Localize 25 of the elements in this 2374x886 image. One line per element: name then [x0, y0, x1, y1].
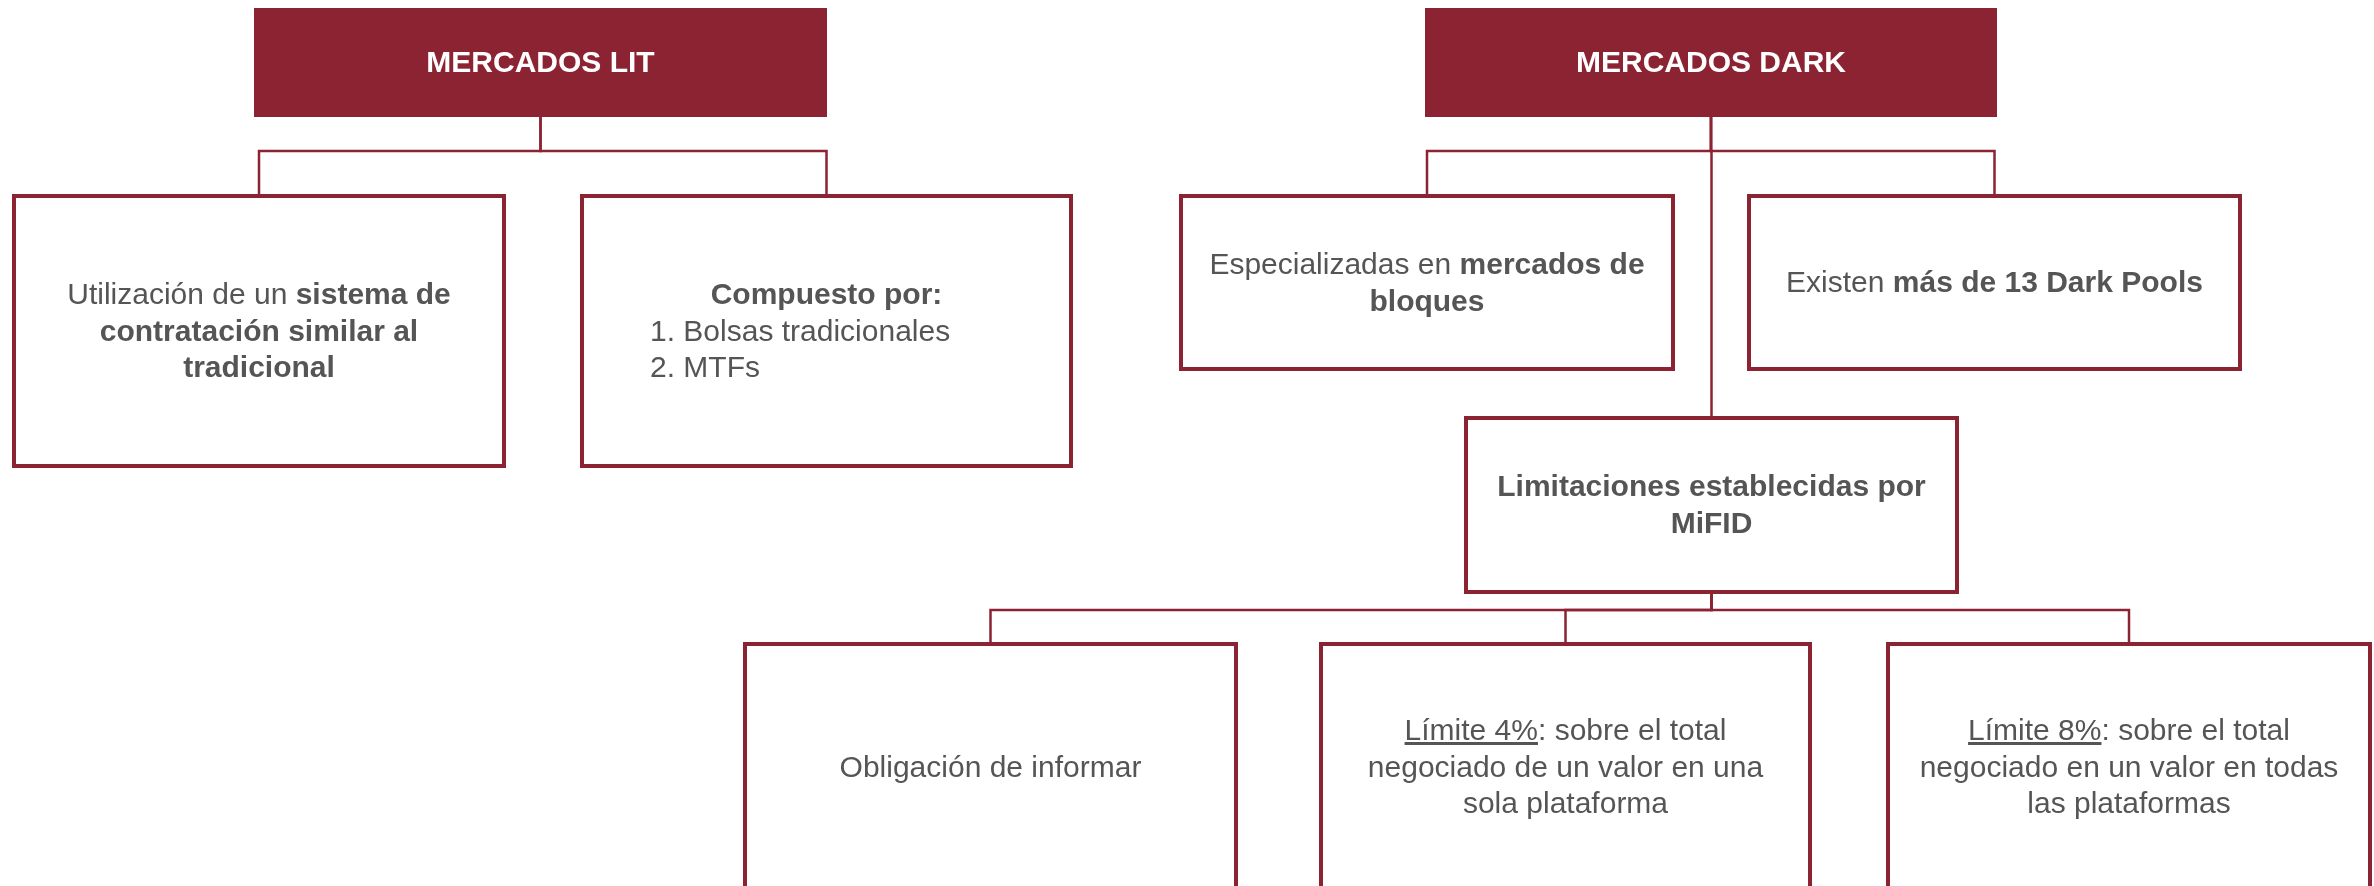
text-box — [1464, 416, 1959, 594]
node-text: Especializadas en mercados de bloques — [1208, 245, 1646, 319]
header-box — [1425, 8, 1997, 117]
text-box — [1886, 642, 2372, 886]
header-title: MERCADOS DARK — [1576, 44, 1846, 81]
text-box — [1319, 642, 1812, 886]
list-item: 1. Bolsas tradicionales — [649, 312, 951, 349]
node-text: Límite 8%: sobre el total negociado en un valor en todas las plataformas — [1918, 712, 2340, 822]
header-box — [254, 8, 827, 117]
text-box — [580, 194, 1073, 468]
list-item: 2. MTFs — [649, 349, 760, 386]
text-box — [1747, 194, 2242, 371]
text-box — [743, 642, 1238, 886]
header-title: MERCADOS LIT — [426, 44, 655, 81]
node-text: Obligación de informar — [839, 748, 1142, 785]
node-text: Limitaciones establecidas por MiFID — [1496, 468, 1927, 541]
node-text: Existen más de 13 Dark Pools — [1786, 264, 2203, 301]
list-heading: Compuesto por: — [710, 276, 943, 313]
node-text: Utilización de un sistema de contratación similar al tradicional — [66, 276, 452, 386]
connector-line — [539, 117, 828, 194]
connector-line — [1710, 594, 2131, 642]
text-box — [1179, 194, 1675, 371]
connector-line — [1709, 117, 1713, 416]
node-text: Límite 4%: sobre el total negociado de un valor en una sola plataforma — [1366, 712, 1765, 822]
text-box — [12, 194, 506, 468]
